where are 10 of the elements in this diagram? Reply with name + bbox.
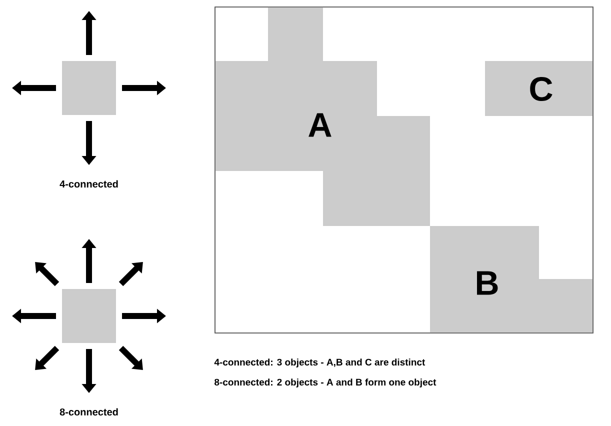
object-region: B: [430, 226, 593, 333]
node-label: A: [308, 113, 332, 137]
caption-text: 4-connected: [60, 180, 118, 188]
object-region: A: [215, 7, 430, 226]
object-region: C: [485, 61, 593, 116]
pixel-square: [62, 289, 116, 343]
caption-text: 8-connected: [60, 408, 118, 416]
pixel-square: [62, 61, 116, 115]
caption-text: 8-connected: 2 objects - A and B form one object: [214, 378, 436, 388]
caption-text: 4-connected: 3 objects - A,B and C are distinct: [214, 358, 426, 368]
